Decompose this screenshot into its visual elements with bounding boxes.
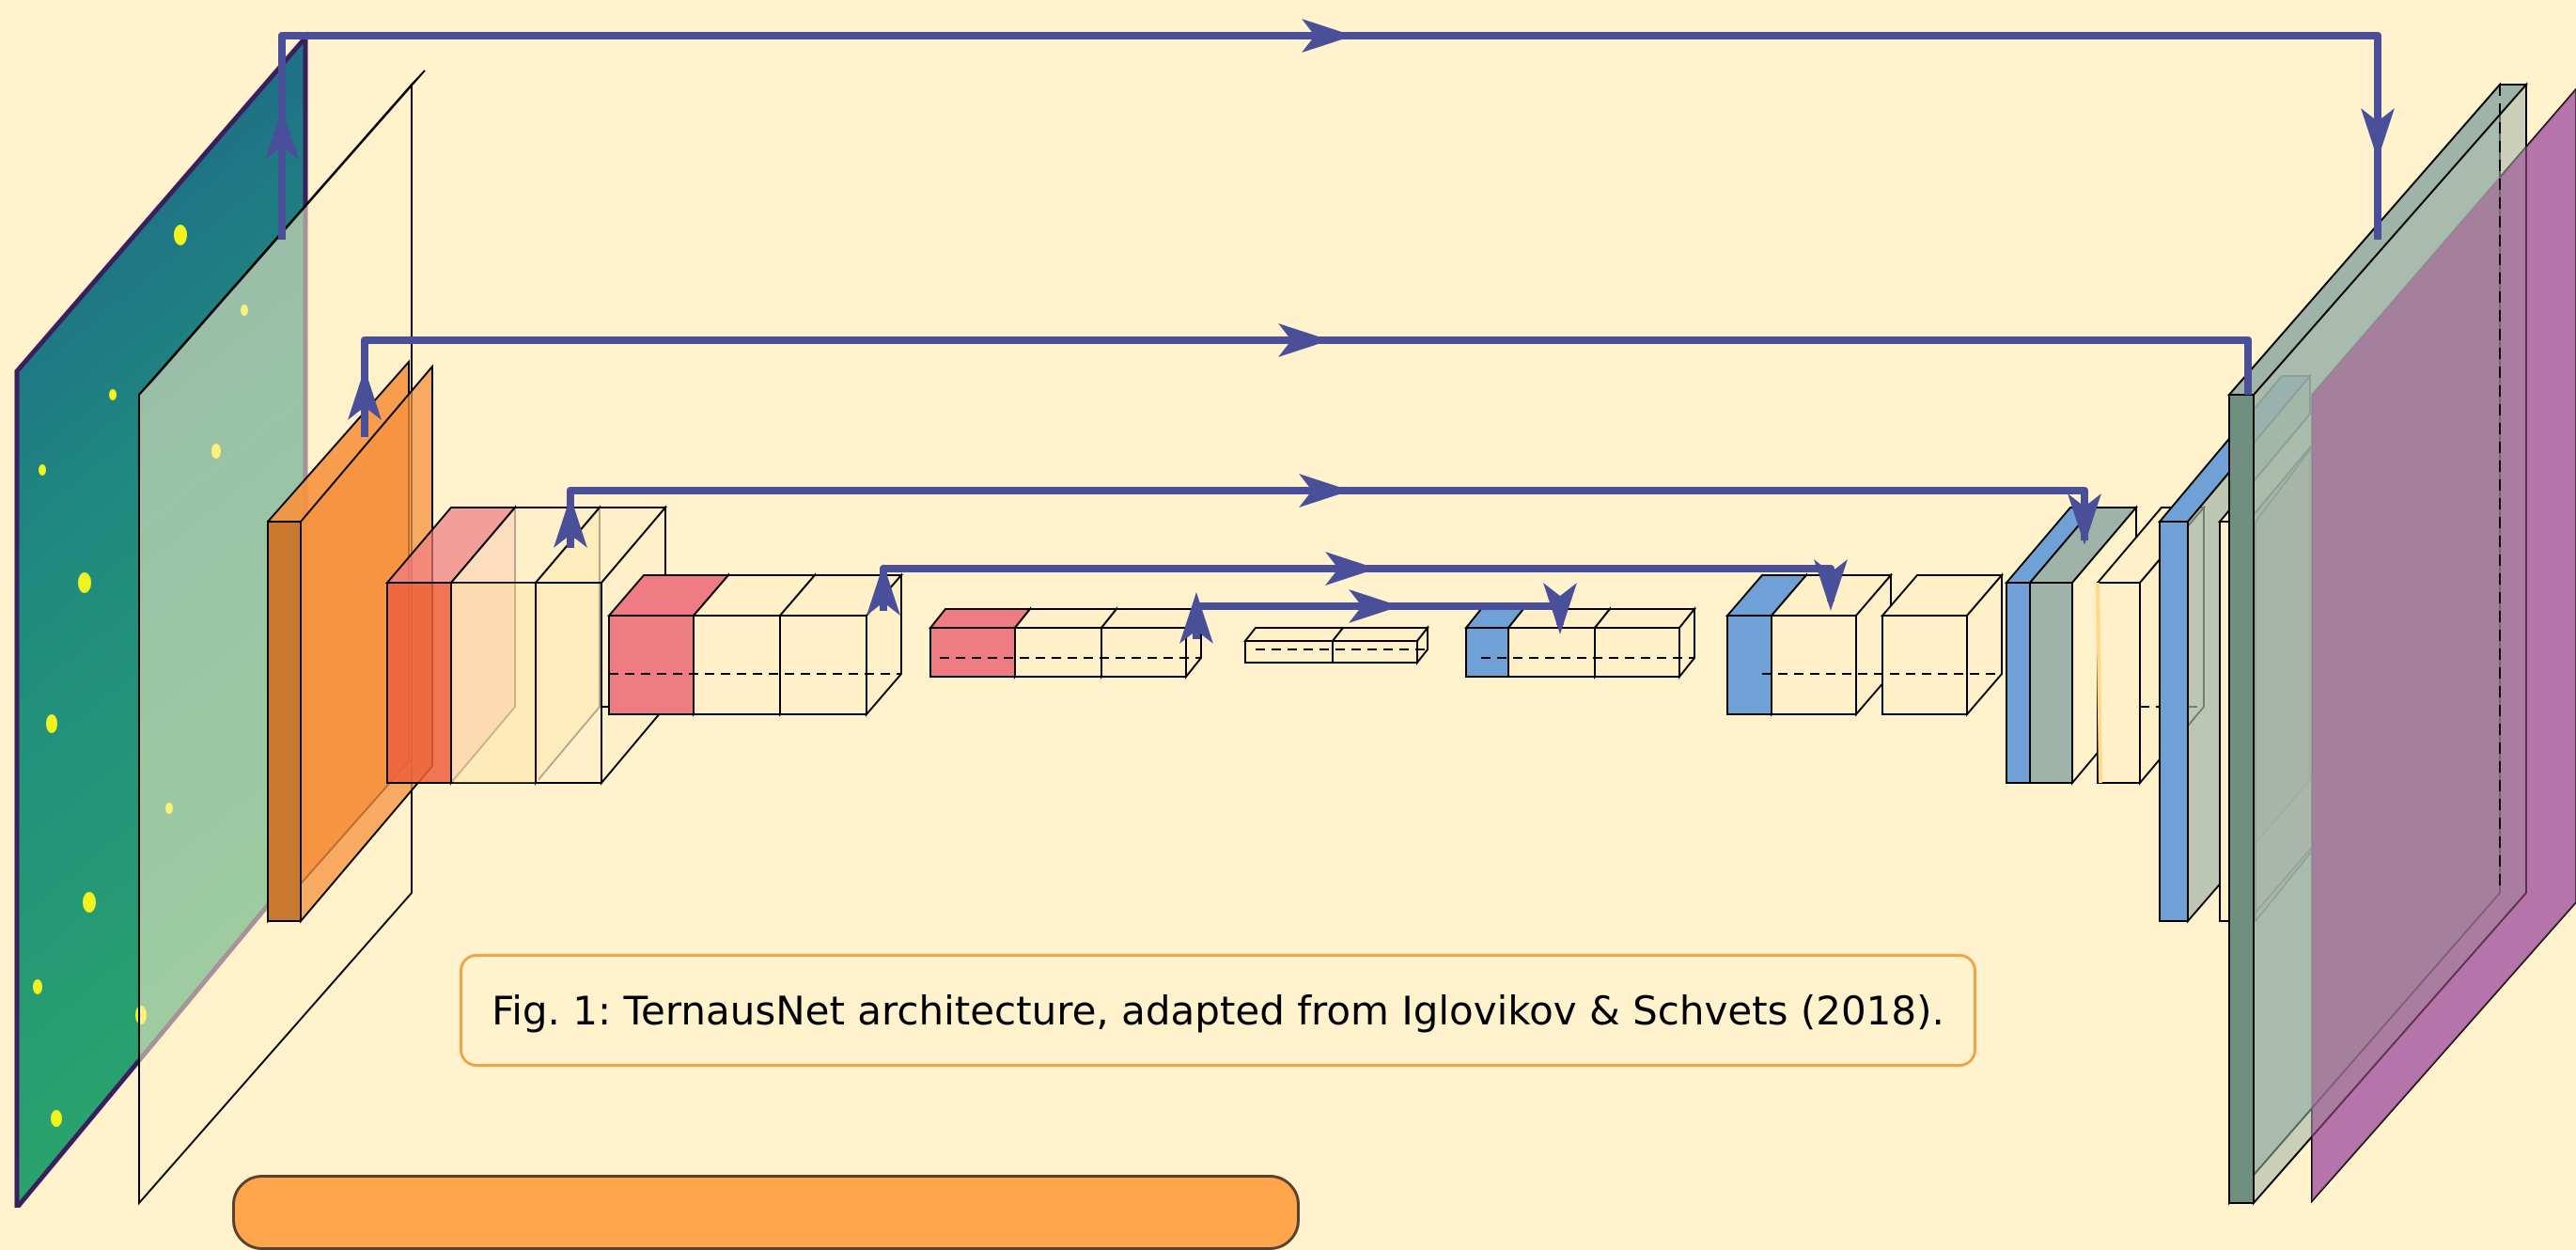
decoder-block-3	[1463, 606, 1697, 680]
bottom-orange-panel	[232, 1175, 1300, 1250]
arrow-right-icon	[1349, 589, 1400, 623]
skip-connection-1	[278, 32, 2381, 240]
encoder-block-3	[928, 606, 1204, 680]
arrow-up-icon	[265, 108, 299, 160]
figure-caption: Fig. 1: TernausNet architecture, adapted…	[492, 987, 1944, 1034]
decoder-block-2	[1725, 572, 2005, 717]
arrow-up-icon	[554, 496, 587, 548]
arrow-right-icon	[1325, 552, 1377, 586]
arrow-down-icon	[2068, 493, 2101, 545]
architecture-svg	[14, 19, 2576, 1208]
output-layers	[2226, 82, 2576, 1206]
arrow-down-icon	[1543, 583, 1577, 634]
arrow-up-icon	[348, 368, 382, 420]
skip-connection-2	[361, 336, 2252, 437]
arrow-heads	[265, 19, 2395, 644]
arrow-right-icon	[1299, 474, 1350, 508]
figure-caption-box: Fig. 1: TernausNet architecture, adapted…	[460, 954, 1976, 1067]
bottleneck-block	[1242, 625, 1430, 665]
arrow-right-icon	[1302, 19, 1353, 53]
arrow-down-icon	[2361, 108, 2395, 160]
arrow-up-icon	[866, 564, 900, 616]
encoder-block-2	[606, 572, 904, 717]
arrow-right-icon	[1278, 323, 1330, 357]
arrow-down-icon	[1814, 559, 1848, 611]
arrow-up-icon	[1179, 592, 1213, 644]
skip-connection-3	[567, 487, 2088, 548]
